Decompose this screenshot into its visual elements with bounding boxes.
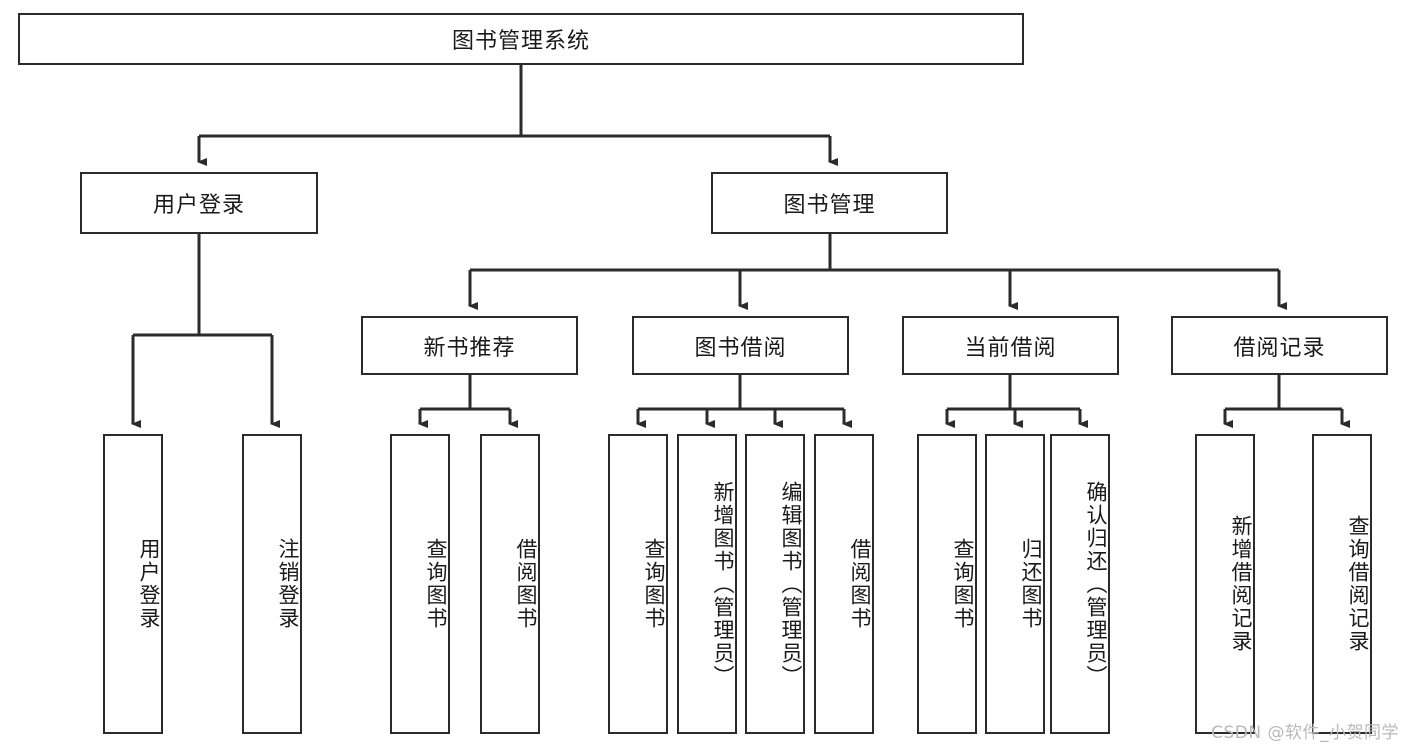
leaf-book-borrow-lend[interactable]: 借阅图书 bbox=[814, 434, 874, 734]
node-system-root[interactable]: 图书管理系统 bbox=[18, 13, 1024, 65]
node-label: 确认归还（管理员） bbox=[1084, 480, 1108, 688]
node-label: 图书管理系统 bbox=[451, 29, 590, 54]
leaf-current-borrow-confirm-return[interactable]: 确认归还（管理员） bbox=[1050, 434, 1110, 734]
node-label: 图书管理 bbox=[783, 193, 876, 218]
node-label: 编辑图书（管理员） bbox=[779, 480, 803, 688]
node-label: 用户登录 bbox=[137, 538, 161, 630]
node-book-borrow[interactable]: 图书借阅 bbox=[632, 316, 849, 375]
node-label: 查询借阅记录 bbox=[1346, 515, 1370, 653]
node-label: 新书推荐 bbox=[423, 335, 516, 361]
node-label: 注销登录 bbox=[276, 538, 300, 630]
node-label: 图书借阅 bbox=[694, 335, 787, 361]
node-new-book-recommend[interactable]: 新书推荐 bbox=[361, 316, 578, 375]
node-label: 新增借阅记录 bbox=[1229, 515, 1253, 653]
node-label: 借阅图书 bbox=[514, 538, 538, 630]
node-label: 查询图书 bbox=[951, 538, 975, 630]
node-label: 归还图书 bbox=[1019, 538, 1043, 630]
leaf-user-login-logout[interactable]: 注销登录 bbox=[242, 434, 302, 734]
node-label: 查询图书 bbox=[642, 538, 666, 630]
node-label: 查询图书 bbox=[424, 538, 448, 630]
node-user-login[interactable]: 用户登录 bbox=[80, 172, 318, 234]
leaf-borrow-record-add[interactable]: 新增借阅记录 bbox=[1195, 434, 1255, 734]
leaf-book-borrow-query[interactable]: 查询图书 bbox=[608, 434, 668, 734]
leaf-borrow-record-query[interactable]: 查询借阅记录 bbox=[1312, 434, 1372, 734]
leaf-new-book-borrow[interactable]: 借阅图书 bbox=[480, 434, 540, 734]
node-label: 当前借阅 bbox=[964, 335, 1057, 361]
node-borrow-record[interactable]: 借阅记录 bbox=[1171, 316, 1388, 375]
node-label: 用户登录 bbox=[152, 193, 245, 218]
node-label: 新增图书（管理员） bbox=[711, 480, 735, 688]
leaf-book-borrow-edit[interactable]: 编辑图书（管理员） bbox=[745, 434, 805, 734]
leaf-book-borrow-add[interactable]: 新增图书（管理员） bbox=[677, 434, 737, 734]
node-book-management[interactable]: 图书管理 bbox=[711, 172, 948, 234]
leaf-new-book-query[interactable]: 查询图书 bbox=[390, 434, 450, 734]
node-current-borrow[interactable]: 当前借阅 bbox=[902, 316, 1119, 375]
node-label: 借阅记录 bbox=[1233, 335, 1326, 361]
leaf-current-borrow-query[interactable]: 查询图书 bbox=[917, 434, 977, 734]
leaf-current-borrow-return[interactable]: 归还图书 bbox=[985, 434, 1045, 734]
csdn-watermark: CSDN @软件_小贺同学 bbox=[1211, 723, 1399, 743]
leaf-user-login-signin[interactable]: 用户登录 bbox=[103, 434, 163, 734]
node-label: 借阅图书 bbox=[848, 538, 872, 630]
